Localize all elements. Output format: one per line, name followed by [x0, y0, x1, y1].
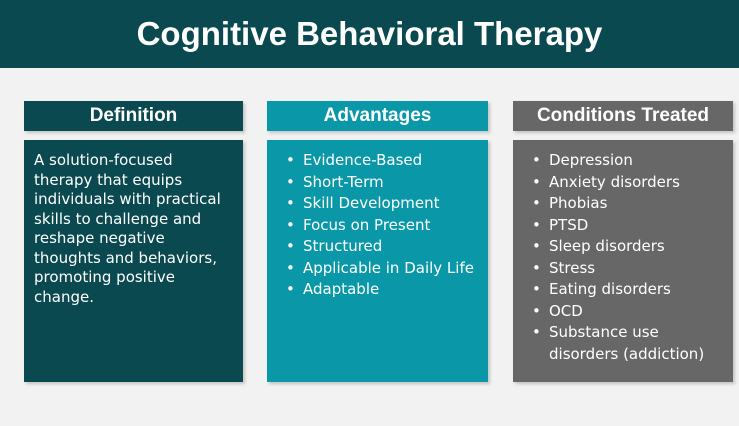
advantages-list: Evidence-BasedShort-TermSkill Developmen… — [267, 140, 488, 301]
list-item: Eating disorders — [531, 279, 725, 301]
list-item: Skill Development — [285, 193, 480, 215]
list-item: Phobias — [531, 193, 725, 215]
definition-body: A solution-focused therapy that equips i… — [24, 140, 243, 382]
column-conditions: Conditions Treated DepressionAnxiety dis… — [513, 101, 733, 382]
list-item: Depression — [531, 150, 725, 172]
conditions-header: Conditions Treated — [513, 101, 733, 131]
list-item: Short-Term — [285, 172, 480, 194]
conditions-body: DepressionAnxiety disordersPhobiasPTSDSl… — [513, 140, 733, 382]
list-item: Applicable in Daily Life — [285, 258, 480, 280]
title-banner: Cognitive Behavioral Therapy — [0, 0, 739, 68]
list-item: Anxiety disorders — [531, 172, 725, 194]
list-item: PTSD — [531, 215, 725, 237]
definition-header: Definition — [24, 101, 243, 131]
list-item: Evidence-Based — [285, 150, 480, 172]
conditions-header-label: Conditions Treated — [536, 105, 710, 126]
list-item: Adaptable — [285, 279, 480, 301]
list-item: Sleep disorders — [531, 236, 725, 258]
list-item: Focus on Present — [285, 215, 480, 237]
conditions-list: DepressionAnxiety disordersPhobiasPTSDSl… — [513, 140, 733, 365]
page-title: Cognitive Behavioral Therapy — [136, 15, 603, 52]
advantages-header-label: Advantages — [323, 105, 432, 126]
column-definition: Definition A solution-focused therapy th… — [24, 101, 243, 382]
list-item: OCD — [531, 301, 725, 323]
list-item: Substance use disorders (addiction) — [531, 322, 725, 365]
list-item: Structured — [285, 236, 480, 258]
list-item: Stress — [531, 258, 725, 280]
column-advantages: Advantages Evidence-BasedShort-TermSkill… — [267, 101, 488, 382]
definition-header-label: Definition — [89, 105, 178, 126]
columns-row: Definition A solution-focused therapy th… — [24, 101, 733, 382]
definition-text: A solution-focused therapy that equips i… — [34, 151, 221, 306]
advantages-header: Advantages — [267, 101, 488, 131]
advantages-body: Evidence-BasedShort-TermSkill Developmen… — [267, 140, 488, 382]
